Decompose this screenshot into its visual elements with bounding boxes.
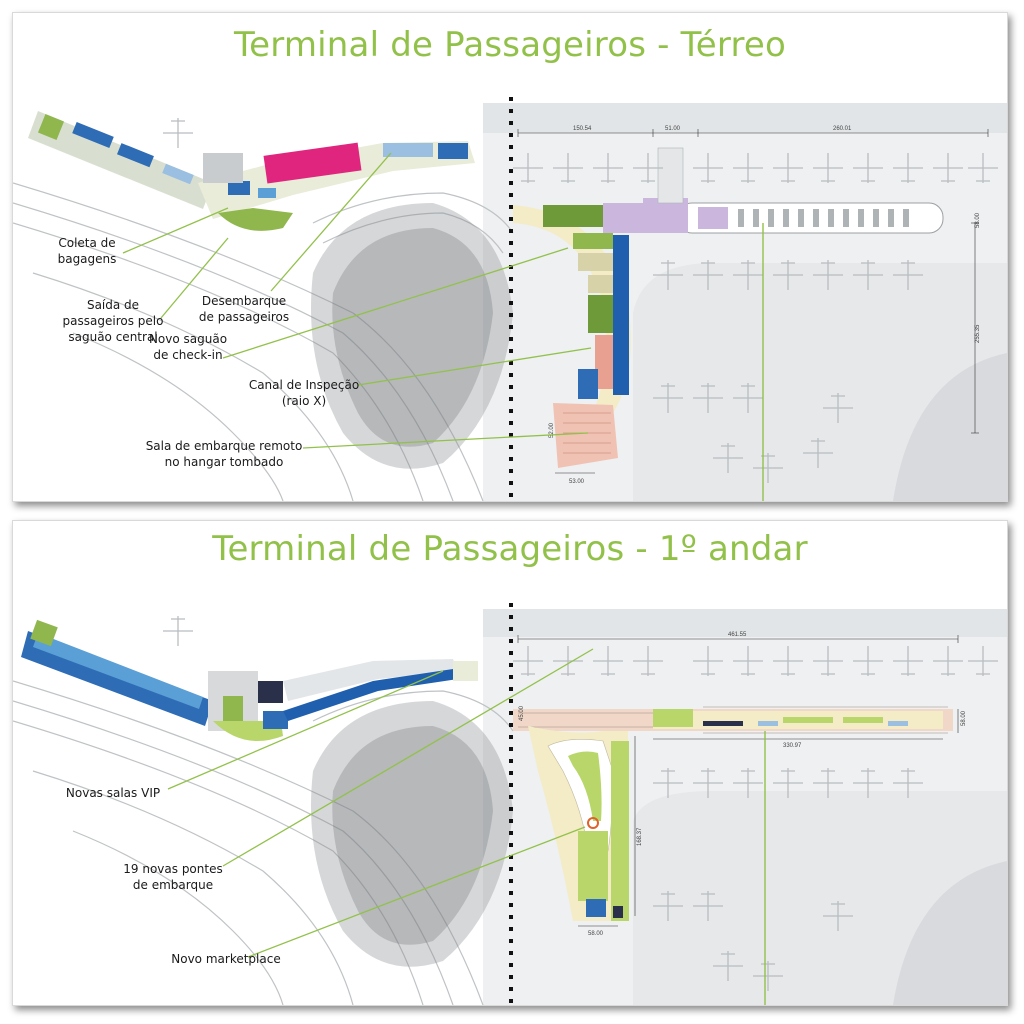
dim-5: 58.00 bbox=[975, 212, 981, 228]
dim-3: 58.00 bbox=[961, 710, 967, 726]
dim-1: 150.54 bbox=[573, 126, 592, 132]
dim-6: 45.00 bbox=[519, 705, 525, 721]
taxiway-strip bbox=[483, 609, 1007, 637]
leader-lines bbox=[167, 648, 594, 958]
callout-marketplace: Novo marketplace bbox=[171, 952, 281, 966]
parking-inner bbox=[332, 726, 493, 945]
left-terminal-wing bbox=[28, 111, 475, 231]
dim-4: 168.37 bbox=[637, 827, 643, 846]
left-terminal-wing bbox=[21, 619, 478, 741]
parking-inner bbox=[332, 228, 493, 447]
aircraft-stands bbox=[163, 118, 998, 483]
dim-1: 461.55 bbox=[728, 632, 747, 638]
marketplace-hall bbox=[528, 726, 629, 921]
leader-lines bbox=[122, 152, 592, 449]
runway-curve bbox=[893, 861, 1007, 1005]
dim-2: 330.97 bbox=[783, 743, 802, 749]
callout-vip: Novas salas VIP bbox=[65, 786, 161, 800]
road-network bbox=[13, 680, 514, 1005]
andar1-site-plan: 461.55 330.97 58.00 168.37 58.00 45.00 bbox=[13, 603, 1007, 1005]
dim-3: 260.01 bbox=[833, 126, 852, 132]
taxiway-strip bbox=[483, 103, 1007, 133]
callout-canal: Canal de Inspeção(raio X) bbox=[248, 378, 360, 408]
runway-curve bbox=[893, 353, 1007, 501]
dim-7: 53.00 bbox=[569, 479, 585, 485]
dim-4: 255.35 bbox=[975, 324, 981, 343]
road-network bbox=[13, 182, 514, 501]
page-title: Terminal de Passageiros - Térreo bbox=[233, 25, 787, 65]
upper-pier bbox=[513, 706, 953, 734]
parking-oval bbox=[311, 701, 513, 967]
dim-5: 58.00 bbox=[588, 931, 604, 937]
checkin-concourse bbox=[513, 203, 653, 468]
dimension-lines bbox=[517, 635, 959, 927]
panel-terreo: 150.54 51.00 260.01 255.35 58.00 52.00 5… bbox=[12, 12, 1008, 502]
terreo-site-plan: 150.54 51.00 260.01 255.35 58.00 52.00 5… bbox=[13, 97, 1007, 501]
parking-oval bbox=[311, 203, 513, 469]
dimension-lines bbox=[517, 129, 989, 474]
panel-primeiro-andar: 461.55 330.97 58.00 168.37 58.00 45.00 T… bbox=[12, 520, 1008, 1006]
page-title: Terminal de Passageiros - 1º andar bbox=[212, 529, 808, 569]
aircraft-stands bbox=[163, 616, 998, 991]
dim-6: 52.00 bbox=[549, 422, 555, 438]
boarding-pier bbox=[643, 147, 944, 234]
dim-2: 51.00 bbox=[665, 126, 681, 132]
